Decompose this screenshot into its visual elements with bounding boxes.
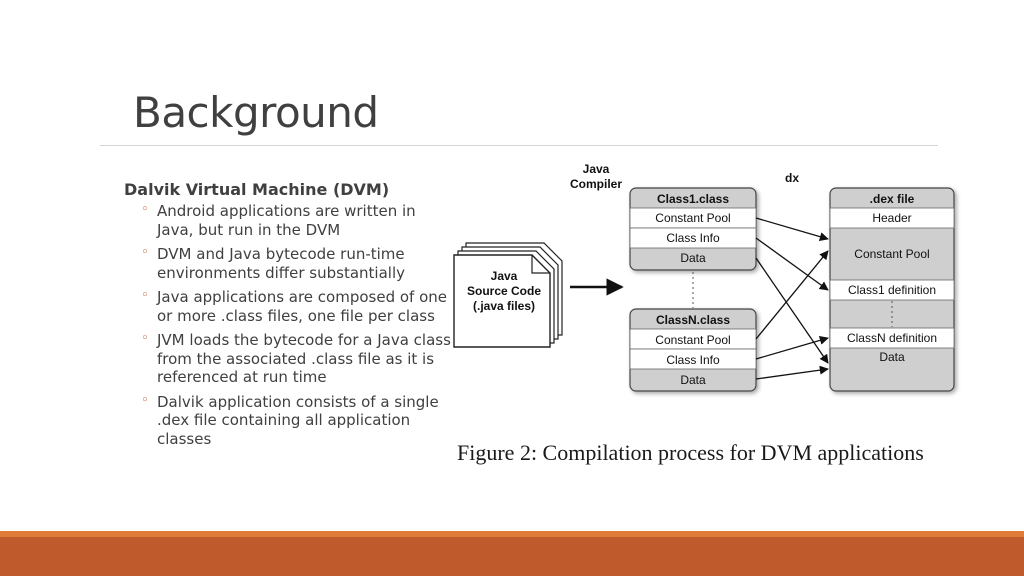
dex-data: Data bbox=[879, 350, 905, 364]
slide-title: Background bbox=[133, 88, 379, 137]
footer-band bbox=[0, 537, 1024, 576]
bullet-text: DVM and Java bytecode run-time environme… bbox=[157, 245, 405, 282]
bullet-item: ◦ Java applications are composed of one o… bbox=[141, 288, 454, 325]
classN-box bbox=[629, 308, 757, 392]
classN-title: ClassN.class bbox=[656, 313, 730, 327]
bullet-item: ◦ Dalvik application consists of a single… bbox=[141, 392, 454, 449]
bullet-section: Dalvik Virtual Machine (DVM) ◦ Android ap… bbox=[124, 180, 454, 454]
bullet-text: Android applications are written in Java… bbox=[157, 202, 416, 239]
source-label-line1: Java bbox=[491, 269, 518, 283]
bullet-marker: ◦ bbox=[141, 202, 149, 217]
bullet-item: ◦ JVM loads the bytecode for a Java class… bbox=[141, 331, 454, 387]
bullet-text: Dalvik application consists of a single … bbox=[157, 392, 439, 448]
dex-classN-definition: ClassN definition bbox=[847, 331, 937, 345]
dex-header: Header bbox=[872, 211, 911, 225]
classN-class-info: Class Info bbox=[666, 353, 720, 367]
bullet-item: ◦ DVM and Java bytecode run-time environm… bbox=[141, 245, 454, 282]
bullet-marker: ◦ bbox=[141, 331, 149, 346]
section-heading: Dalvik Virtual Machine (DVM) bbox=[124, 180, 390, 199]
dx-label: dx bbox=[785, 171, 799, 185]
class1-class-info: Class Info bbox=[666, 231, 720, 245]
title-divider bbox=[100, 145, 938, 146]
dex-file-box bbox=[829, 187, 955, 392]
java-compiler-label-line1: Java bbox=[583, 162, 610, 176]
bullet-marker: ◦ bbox=[141, 392, 149, 408]
bullet-text: JVM loads the bytecode for a Java class … bbox=[157, 331, 451, 386]
classN-constant-pool: Constant Pool bbox=[655, 333, 730, 347]
bullet-marker: ◦ bbox=[141, 288, 149, 303]
dex-constant-pool: Constant Pool bbox=[854, 247, 929, 261]
classN-data: Data bbox=[680, 373, 706, 387]
java-source-files-stack bbox=[453, 242, 563, 348]
dex-class1-definition: Class1 definition bbox=[848, 283, 936, 297]
source-label-line3: (.java files) bbox=[473, 299, 535, 313]
bullet-list: ◦ Android applications are written in Jav… bbox=[124, 202, 454, 448]
bullet-text: Java applications are composed of one or… bbox=[157, 288, 448, 325]
class1-constant-pool: Constant Pool bbox=[655, 211, 730, 225]
dvm-compilation-diagram: Java Compiler dx Java Source Code (.java… bbox=[453, 162, 955, 392]
figure-caption: Figure 2: Compilation process for DVM ap… bbox=[457, 440, 924, 465]
dex-title: .dex file bbox=[870, 192, 915, 206]
class1-title: Class1.class bbox=[657, 192, 729, 206]
bullet-item: ◦ Android applications are written in Jav… bbox=[141, 202, 454, 239]
dx-mapping-arrows bbox=[755, 217, 829, 380]
bullet-marker: ◦ bbox=[141, 245, 149, 260]
class1-box bbox=[629, 187, 757, 271]
java-compiler-label-line2: Compiler bbox=[570, 177, 622, 191]
footer-accent-line bbox=[0, 531, 1024, 537]
source-label-line2: Source Code bbox=[467, 284, 541, 298]
class1-data: Data bbox=[680, 251, 706, 265]
